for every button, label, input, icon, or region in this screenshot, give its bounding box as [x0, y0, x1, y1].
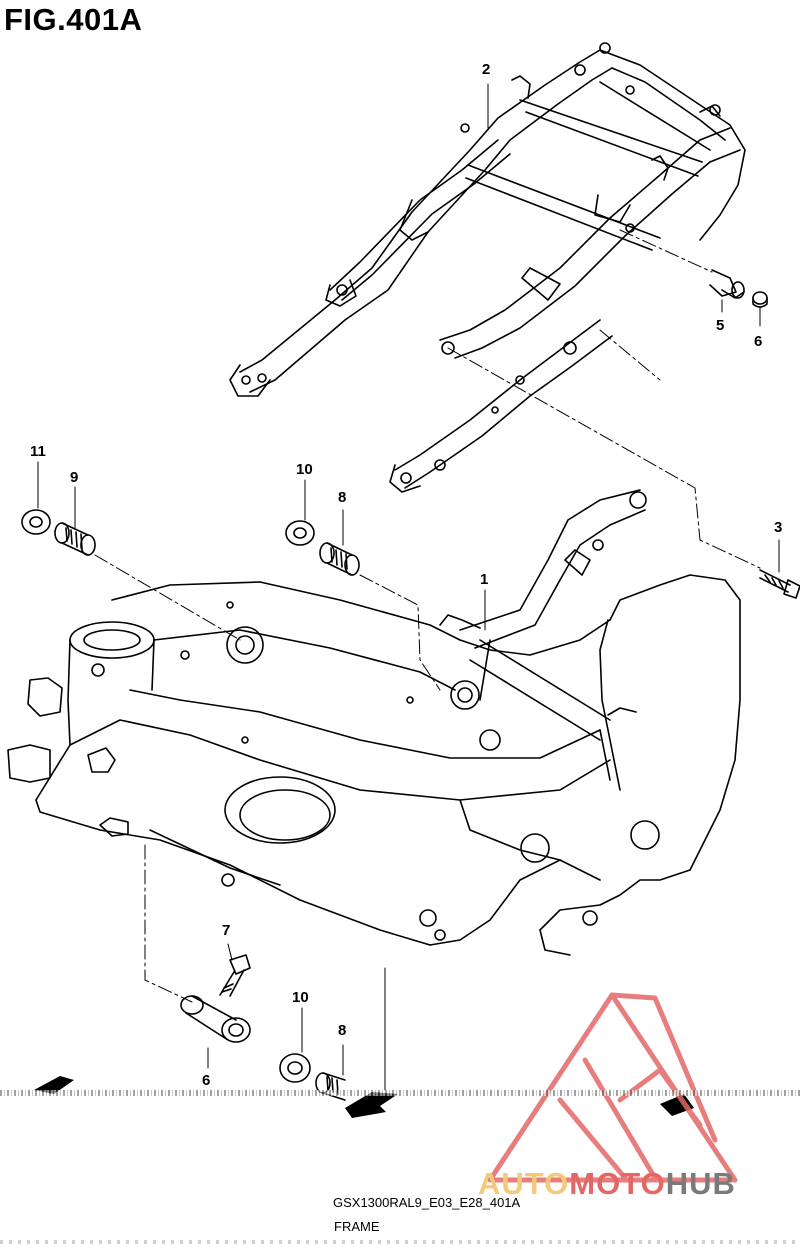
- diagram-caption: FRAME: [334, 1219, 380, 1234]
- lock-nut-10-upper: [285, 520, 315, 546]
- callout-6: 6: [202, 1072, 211, 1089]
- callout-7: 7: [222, 922, 231, 939]
- bolt-7: [219, 954, 251, 997]
- adjuster-bushing-9: [54, 522, 96, 556]
- bolt-4: [709, 269, 745, 299]
- callout-8-upper: 8: [338, 489, 347, 506]
- figure-title: FIG.401A: [4, 2, 143, 37]
- adjuster-bushing-8-upper: [319, 542, 360, 576]
- leader-lines: [37, 83, 780, 1091]
- lock-nut-10-lower: [279, 1053, 311, 1083]
- callout-3: 3: [774, 519, 783, 536]
- cap-5: [752, 291, 768, 308]
- scan-artifact-band: [0, 1090, 800, 1096]
- callout-10-lower: 10: [292, 989, 309, 1006]
- callout-9: 9: [70, 469, 79, 486]
- scan-artifact-band-bottom: [0, 1240, 800, 1244]
- centerlines: [94, 229, 761, 1003]
- bolt-3: [759, 569, 800, 599]
- collar-6: [180, 995, 251, 1043]
- callout-2: 2: [482, 61, 491, 78]
- callout-11: 11: [30, 443, 46, 460]
- diagram-code: GSX1300RAL9_E03_E28_401A: [333, 1195, 521, 1210]
- callout-4: 5: [716, 317, 725, 334]
- callout-5: 6: [754, 333, 763, 350]
- main-frame: [7, 489, 741, 956]
- autmotohub-logo-icon: [487, 992, 738, 1183]
- seat-rail-subframe: [229, 42, 746, 493]
- callout-1: 1: [480, 571, 489, 588]
- watermark-brand: AUTOMOTOHUB: [478, 1166, 736, 1201]
- callout-10-upper: 10: [296, 461, 313, 478]
- callout-8-lower: 8: [338, 1022, 347, 1039]
- lock-nut-11: [21, 509, 51, 535]
- front-arrow-icon: [34, 1076, 694, 1118]
